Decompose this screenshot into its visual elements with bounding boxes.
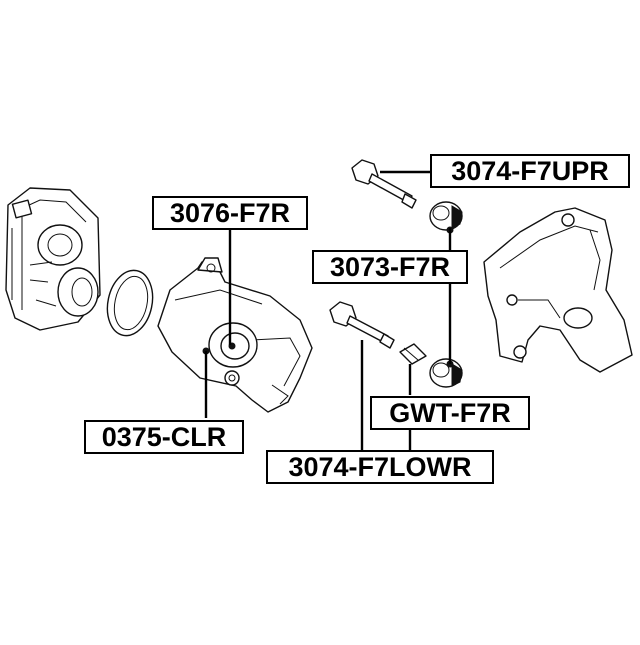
parking-brake-actuator	[5, 187, 101, 331]
label-piston: 3076-F7R	[152, 196, 308, 230]
label-lower-guide-bolt: 3074-F7LOWR	[266, 450, 494, 484]
label-bushing: 3073-F7R	[312, 250, 468, 284]
caliper-bracket	[483, 207, 633, 373]
label-pin-boot: GWT-F7R	[370, 396, 530, 430]
upper-bushing	[429, 201, 463, 234]
label-upper-guide-bolt: 3074-F7UPR	[430, 154, 630, 188]
caliper-body	[157, 257, 313, 413]
guide-pin-boot	[399, 343, 427, 365]
lower-guide-bolt	[329, 301, 395, 349]
upper-guide-bolt	[351, 159, 417, 209]
lower-bushing	[429, 358, 463, 388]
leader-lines	[204, 170, 452, 450]
seal-ring	[106, 269, 154, 337]
label-seal: 0375-CLR	[84, 420, 244, 454]
